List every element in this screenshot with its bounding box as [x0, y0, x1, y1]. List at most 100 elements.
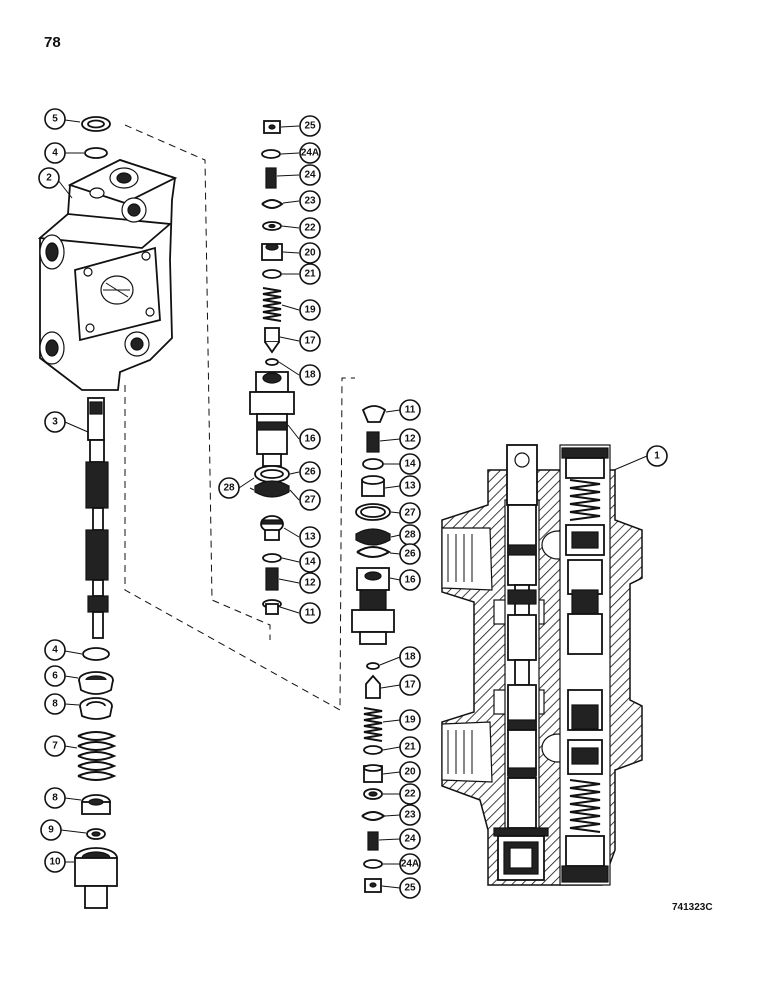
- part-13-poppet-right: [361, 475, 385, 497]
- svg-text:12: 12: [304, 578, 316, 589]
- callout-2: 2: [38, 167, 60, 189]
- callout-25-right: 25: [399, 877, 421, 899]
- svg-text:24A: 24A: [401, 859, 419, 870]
- part-5-wiper-seal: [81, 116, 111, 132]
- part-11-check-plug: [262, 599, 282, 615]
- assembly-guide-line: [124, 377, 355, 711]
- callout-1: 1: [646, 445, 668, 467]
- part-4-o-ring-lower: [82, 647, 110, 661]
- part-25-nut: [263, 120, 281, 134]
- callout-8-lower: 8: [44, 787, 66, 809]
- svg-text:22: 22: [304, 223, 316, 234]
- callout-22-right: 22: [399, 783, 421, 805]
- callout-24: 24: [299, 164, 321, 186]
- part-28-backup-ring-right: [355, 528, 391, 546]
- svg-text:25: 25: [304, 121, 316, 132]
- svg-text:8: 8: [52, 793, 58, 804]
- svg-text:2: 2: [46, 173, 52, 184]
- svg-text:6: 6: [52, 671, 58, 682]
- svg-text:5: 5: [52, 114, 58, 125]
- callout-23-right: 23: [399, 804, 421, 826]
- part-27-seal-ring-right: [355, 503, 391, 521]
- callout-24a: 24A: [299, 142, 321, 164]
- callout-21: 21: [299, 263, 321, 285]
- part-14-o-ring: [262, 553, 282, 563]
- part-2-valve-section-body: [37, 159, 178, 391]
- part-14-o-ring-right: [362, 458, 384, 470]
- part-10-spool-cap: [74, 847, 118, 909]
- part-8-washer-upper: [79, 697, 113, 720]
- callout-26: 26: [299, 461, 321, 483]
- callout-16-right: 16: [399, 569, 421, 591]
- part-8-washer-lower: [81, 794, 111, 815]
- part-25-nut-right: [364, 878, 382, 893]
- part-21-o-ring-right: [363, 745, 383, 755]
- callout-27: 27: [299, 489, 321, 511]
- callout-19-right: 19: [399, 709, 421, 731]
- callout-17-right: 17: [399, 674, 421, 696]
- svg-text:23: 23: [404, 810, 416, 821]
- svg-text:1: 1: [654, 451, 660, 462]
- part-11-check-plug-right: [361, 405, 387, 423]
- part-27-seal-ring: [254, 480, 290, 498]
- svg-text:21: 21: [404, 742, 416, 753]
- svg-text:13: 13: [404, 481, 416, 492]
- svg-text:22: 22: [404, 789, 416, 800]
- part-12-check-spring: [265, 567, 279, 591]
- svg-text:28: 28: [404, 530, 416, 541]
- callout-11: 11: [299, 602, 321, 624]
- svg-text:13: 13: [304, 532, 316, 543]
- svg-text:3: 3: [52, 417, 58, 428]
- svg-text:20: 20: [404, 767, 416, 778]
- svg-text:25: 25: [404, 883, 416, 894]
- part-16-relief-valve-housing: [249, 371, 295, 467]
- callout-12: 12: [299, 572, 321, 594]
- part-3-spool: [85, 397, 109, 639]
- svg-text:24: 24: [304, 170, 316, 181]
- page-number: 78: [44, 34, 61, 51]
- part-19-spring-right: [363, 707, 383, 742]
- svg-text:19: 19: [404, 715, 416, 726]
- part-24a-washer: [261, 149, 281, 159]
- svg-text:4: 4: [52, 148, 58, 159]
- callout-17: 17: [299, 330, 321, 352]
- callout-16: 16: [299, 428, 321, 450]
- svg-text:10: 10: [49, 857, 61, 868]
- callout-27-right: 27: [399, 502, 421, 524]
- svg-text:19: 19: [304, 305, 316, 316]
- svg-text:28: 28: [223, 483, 235, 494]
- callout-9: 9: [40, 819, 62, 841]
- svg-text:16: 16: [304, 434, 316, 445]
- svg-text:24A: 24A: [301, 148, 319, 159]
- part-6-seal-plate: [78, 671, 114, 695]
- part-24-screw-right: [367, 831, 379, 851]
- part-26-backup-ring: [254, 465, 290, 483]
- svg-text:26: 26: [404, 549, 416, 560]
- svg-text:11: 11: [305, 608, 316, 619]
- part-12-spring-right: [366, 431, 380, 453]
- part-18-o-ring: [265, 358, 279, 366]
- callout-21-right: 21: [399, 736, 421, 758]
- part-17-poppet: [264, 327, 280, 354]
- callout-11-right: 11: [399, 399, 421, 421]
- svg-text:9: 9: [48, 825, 54, 836]
- svg-text:26: 26: [304, 467, 316, 478]
- part-20-plug-right: [363, 764, 383, 783]
- svg-text:18: 18: [304, 370, 316, 381]
- svg-text:21: 21: [304, 269, 316, 280]
- callout-23: 23: [299, 190, 321, 212]
- svg-text:8: 8: [52, 699, 58, 710]
- callout-8-upper: 8: [44, 693, 66, 715]
- callout-18-right: 18: [399, 646, 421, 668]
- callout-24a-right: 24A: [399, 853, 421, 875]
- part-16-relief-valve-housing-right: [351, 567, 395, 645]
- part-9-retainer: [86, 828, 106, 840]
- svg-text:14: 14: [404, 459, 416, 470]
- svg-text:17: 17: [404, 680, 416, 691]
- svg-text:20: 20: [304, 248, 316, 259]
- callout-6: 6: [44, 665, 66, 687]
- part-23-snap-ring-right: [361, 811, 386, 821]
- part-4-o-ring: [84, 147, 108, 159]
- callout-22: 22: [299, 217, 321, 239]
